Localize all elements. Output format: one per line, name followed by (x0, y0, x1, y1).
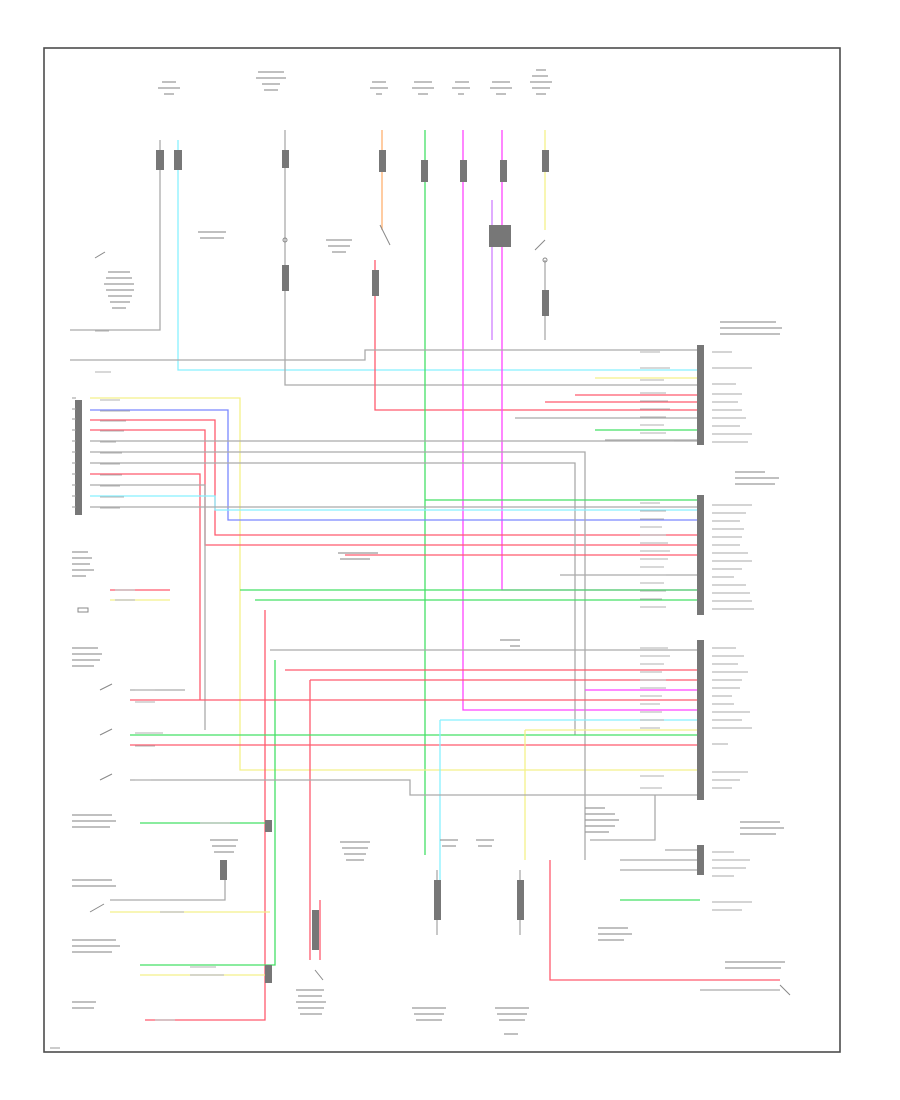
component-label (256, 71, 286, 91)
component-label (725, 961, 785, 969)
connector-icon (174, 150, 182, 170)
wire-gray-1 (70, 140, 161, 331)
connector-icon (156, 150, 164, 170)
component-label (296, 989, 326, 1015)
wire-red-11 (309, 679, 700, 960)
connectors (75, 150, 704, 983)
wire-cyan-3 (439, 719, 700, 920)
wire-gray-2 (284, 130, 700, 386)
component-label (412, 1007, 446, 1021)
wire-yellow-3 (90, 397, 700, 771)
switch-icon (89, 903, 105, 913)
component-label (598, 927, 632, 941)
switch-icon (779, 984, 791, 996)
wire-green-6 (140, 660, 276, 966)
component-label (72, 879, 116, 887)
pin-rows (712, 351, 754, 911)
wire-red-6 (90, 473, 201, 700)
component-label (452, 81, 470, 95)
connector-icon (697, 345, 704, 445)
connector-icon (517, 880, 524, 920)
component-label (412, 81, 434, 95)
component-label (476, 839, 494, 847)
wire-red-1 (374, 260, 700, 411)
switch-icon (99, 728, 113, 736)
component-label (198, 231, 226, 239)
component-label (740, 821, 784, 835)
wire-gray-19 (110, 870, 226, 901)
connector-icon (542, 150, 549, 172)
connector-icon (312, 910, 319, 950)
connector-icon (500, 160, 507, 182)
connector-icon (265, 965, 272, 983)
component-label (500, 639, 520, 647)
connector-icon (434, 880, 441, 920)
switch-icon (99, 683, 113, 691)
label-blocks (72, 69, 785, 1035)
splice-icon (542, 257, 548, 263)
wires (70, 130, 780, 1021)
component-label (735, 471, 779, 485)
component-label (158, 81, 180, 95)
component-label (210, 839, 238, 853)
switch-icon (314, 969, 324, 981)
connector-icon (697, 495, 704, 615)
splice-icon (282, 237, 288, 243)
connector-icon (220, 860, 227, 880)
wire-gray-9 (90, 462, 576, 735)
connector-icon (421, 160, 428, 182)
component-label (72, 1001, 96, 1009)
wire-gray-4 (70, 349, 700, 361)
wire-tags (95, 330, 674, 1021)
wire-gray-10 (90, 484, 206, 730)
wire-red-4 (90, 419, 700, 536)
wire-magenta-1 (462, 130, 700, 711)
switch-icon (379, 224, 391, 246)
connector-icon (460, 160, 467, 182)
component-label (72, 939, 120, 953)
connector-icon (379, 150, 386, 172)
connector-icon (372, 270, 379, 296)
connector-icon (282, 265, 289, 291)
connector-icon (697, 640, 704, 800)
component-label (370, 81, 388, 95)
component-label (72, 647, 102, 667)
pin-numbers (72, 397, 76, 508)
component-label (72, 814, 116, 828)
connector-icon (542, 290, 549, 316)
wire-cyan-2 (90, 495, 700, 511)
component-label (720, 321, 782, 335)
wire-cyan-1 (177, 140, 700, 371)
wire-red-13 (549, 860, 780, 981)
component-label (495, 1007, 529, 1035)
wire-gray-15 (590, 795, 656, 841)
component-label (104, 271, 134, 309)
connector-icon (697, 845, 704, 875)
switch-icon (534, 239, 546, 251)
wire-violet-2 (501, 130, 700, 591)
component-label (72, 551, 94, 577)
connector-icon (282, 150, 289, 168)
component-label (340, 841, 370, 861)
wire-gray-8 (90, 451, 586, 860)
component-label (440, 839, 458, 847)
wire-red-5 (90, 429, 700, 546)
wire-gray-14 (130, 779, 700, 796)
ground-icon (77, 607, 89, 613)
switches (77, 224, 791, 996)
connector-icon (265, 820, 272, 832)
component-label (338, 552, 378, 560)
wire-blue-1 (90, 409, 700, 521)
component-label (530, 69, 552, 95)
connector-icon (75, 400, 82, 515)
component-label (326, 239, 352, 253)
component-label (490, 81, 512, 95)
switch-icon (99, 773, 113, 781)
connector-icon (489, 225, 511, 247)
component-label (585, 807, 619, 833)
wire-red-8 (145, 610, 266, 1021)
diagram-frame (43, 47, 841, 1053)
switch-icon (94, 251, 106, 259)
